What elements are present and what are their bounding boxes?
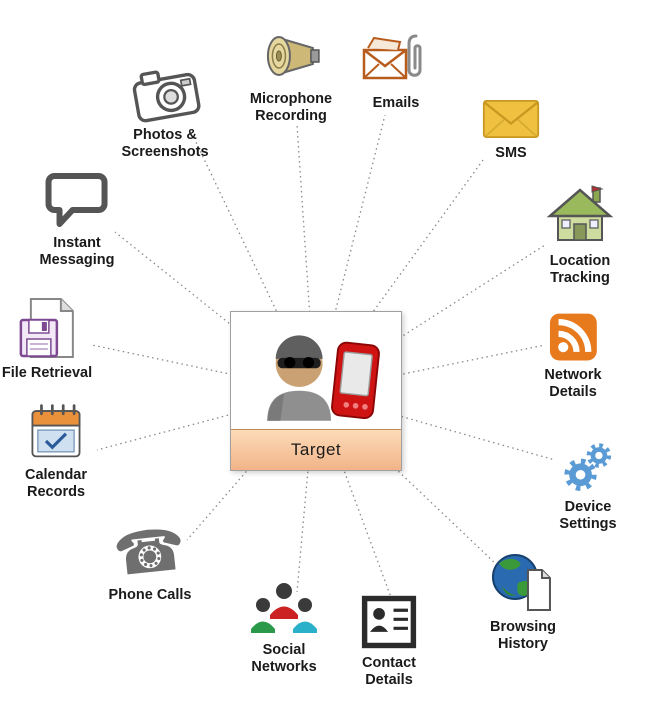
gears-icon bbox=[560, 438, 616, 494]
rss-icon bbox=[548, 312, 598, 362]
loudspeaker-icon bbox=[259, 26, 323, 86]
node-label: File Retrieval bbox=[1, 365, 93, 381]
yellow-envelope-icon bbox=[482, 98, 540, 140]
node-contact: Contact Details bbox=[360, 594, 418, 689]
node-label: Emails bbox=[372, 95, 420, 111]
node-sms: SMS bbox=[482, 98, 540, 162]
node-location: Location Tracking bbox=[546, 182, 614, 287]
node-label: Social Networks bbox=[251, 642, 317, 676]
spy-person-and-red-phone-icon bbox=[231, 312, 401, 429]
calendar-icon bbox=[27, 400, 85, 462]
envelope-paperclip-icon bbox=[360, 28, 432, 90]
node-emails: Emails bbox=[360, 28, 432, 112]
node-label: Network Details bbox=[544, 367, 602, 401]
node-label: Calendar Records bbox=[24, 467, 88, 501]
camera-icon bbox=[124, 54, 206, 128]
node-label: SMS bbox=[495, 145, 527, 161]
node-label: Browsing History bbox=[489, 619, 557, 653]
node-label: Instant Messaging bbox=[39, 235, 115, 269]
floppy-document-icon bbox=[17, 296, 77, 360]
node-file: File Retrieval bbox=[2, 296, 92, 382]
target-box: Target bbox=[230, 311, 402, 471]
contact-card-icon bbox=[360, 594, 418, 650]
node-label: Photos & Screenshots bbox=[121, 127, 209, 161]
target-label: Target bbox=[231, 429, 401, 470]
node-network: Network Details bbox=[544, 312, 602, 401]
node-instant: Instant Messaging bbox=[39, 170, 115, 269]
node-calendar: Calendar Records bbox=[25, 400, 87, 501]
node-device: Device Settings bbox=[559, 438, 617, 533]
speech-bubble-icon bbox=[44, 170, 110, 230]
node-microphone: Microphone Recording bbox=[250, 26, 332, 125]
node-browsing: Browsing History bbox=[490, 550, 556, 653]
node-social: Social Networks bbox=[249, 581, 319, 676]
telephone-icon: ☎ bbox=[110, 516, 190, 589]
node-label: Location Tracking bbox=[549, 253, 611, 287]
house-icon bbox=[546, 182, 614, 248]
node-label: Microphone Recording bbox=[249, 91, 333, 125]
globe-page-icon bbox=[490, 550, 556, 614]
node-label: Contact Details bbox=[362, 655, 416, 689]
node-label: Phone Calls bbox=[108, 587, 192, 603]
node-phone: ☎ Phone Calls bbox=[108, 516, 192, 604]
node-photos: Photos & Screenshots bbox=[121, 60, 209, 161]
node-label: Device Settings bbox=[559, 499, 617, 533]
people-group-icon bbox=[249, 581, 319, 637]
